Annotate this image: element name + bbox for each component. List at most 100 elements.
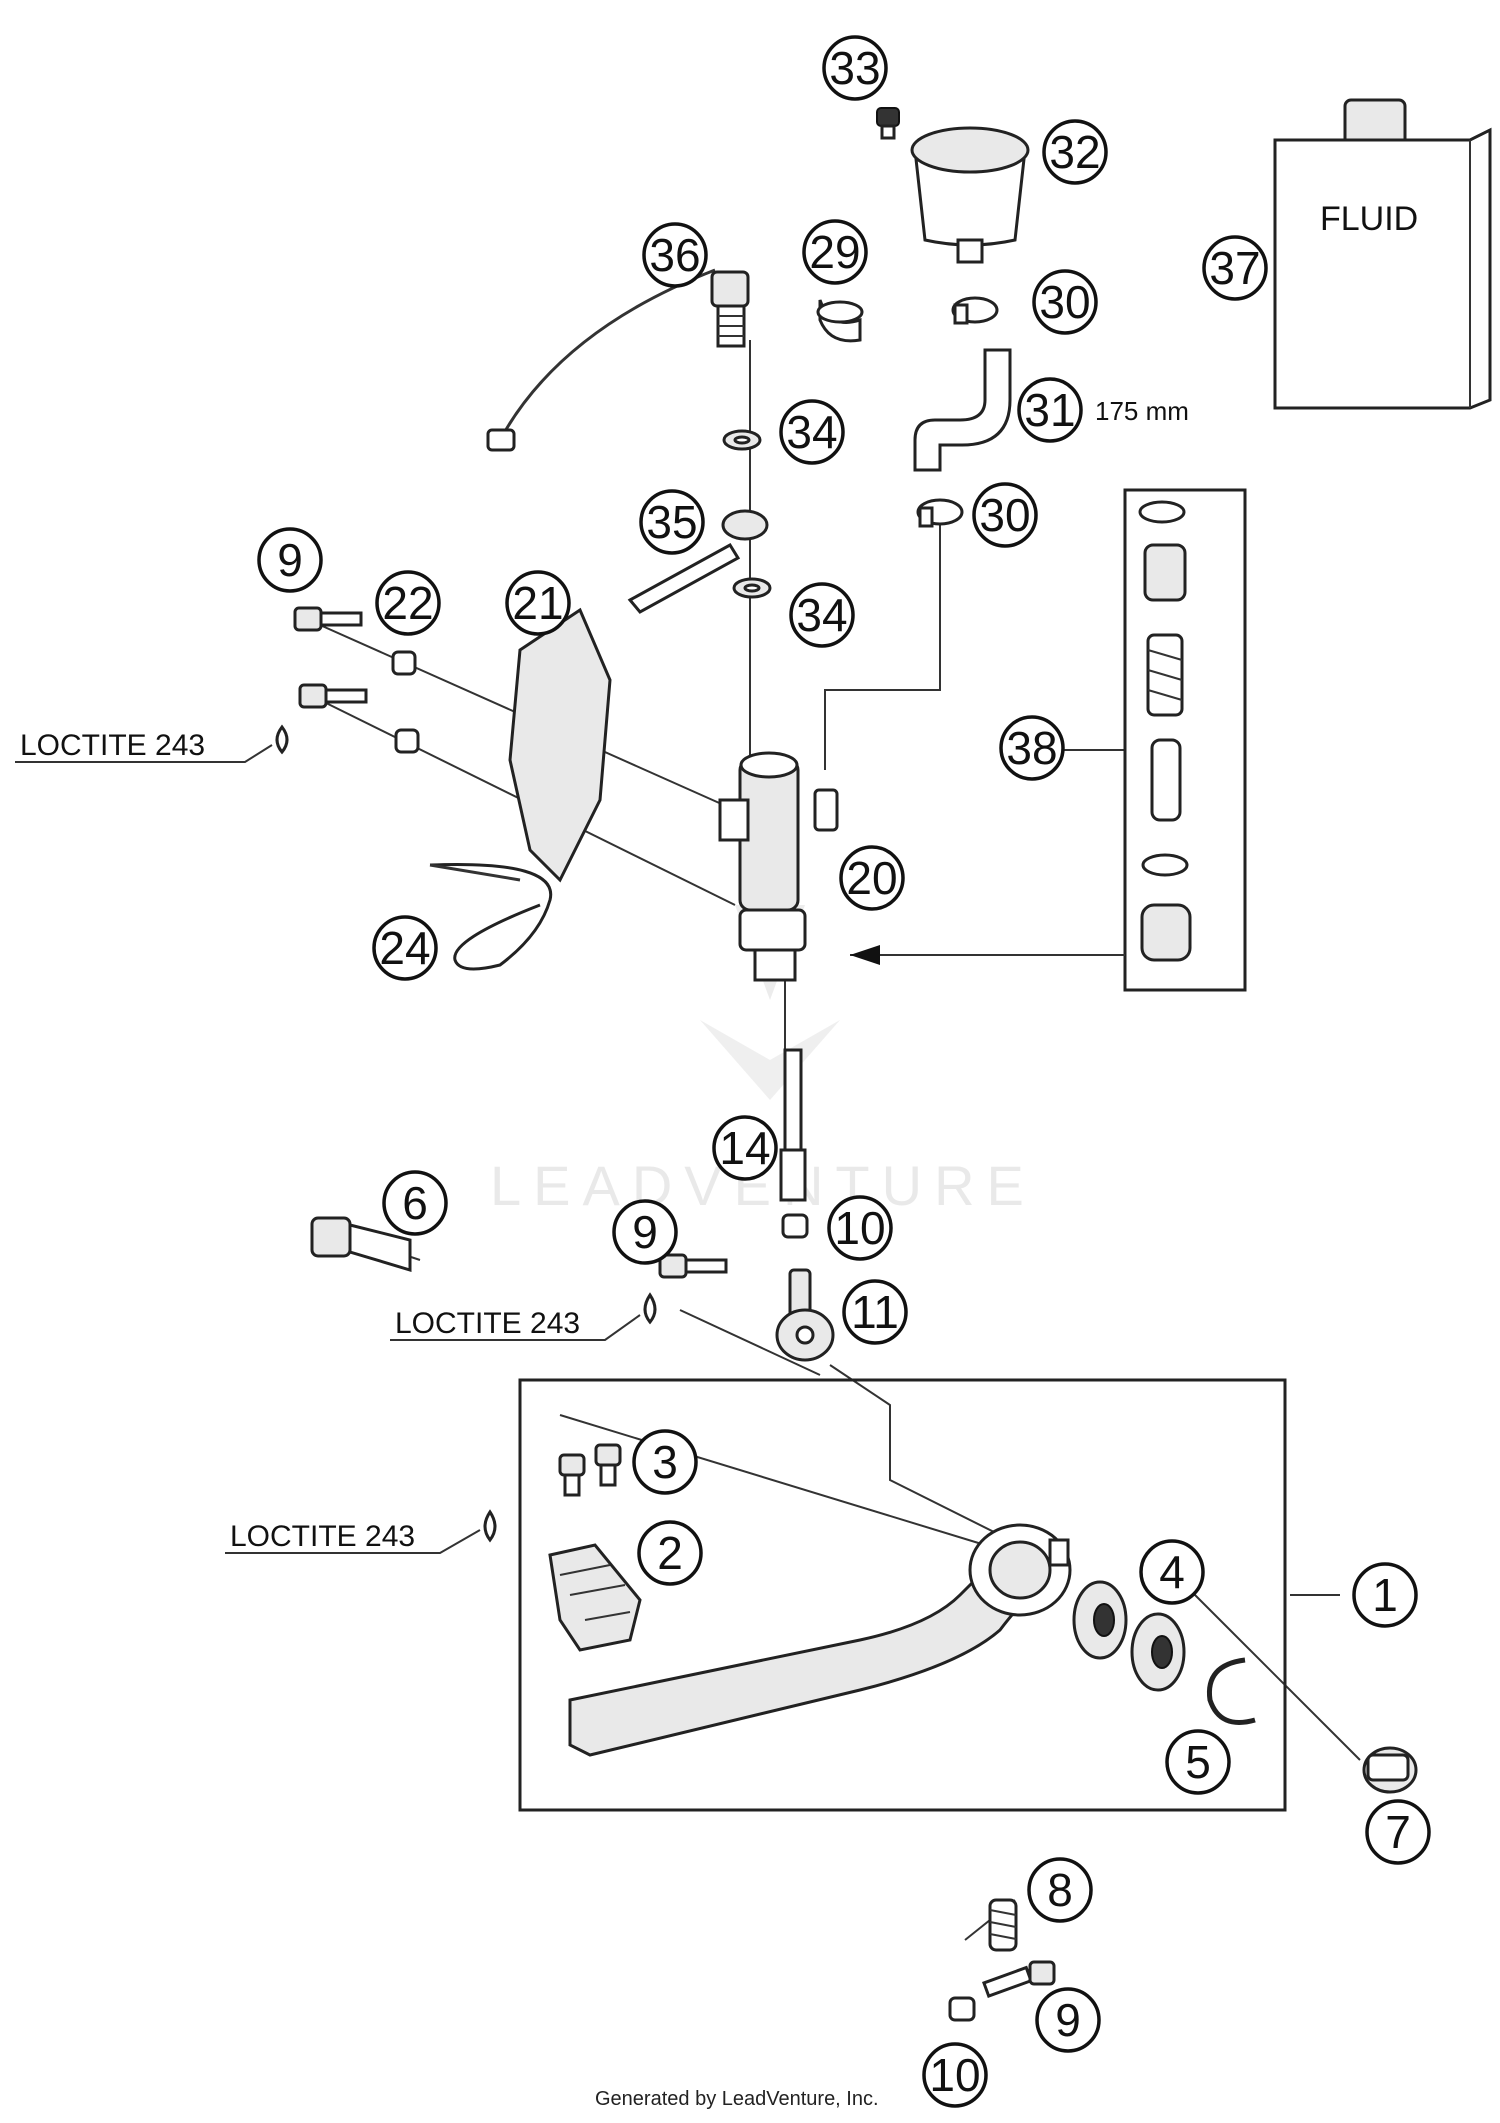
callout-8-label: 8 xyxy=(1047,1864,1073,1916)
brake-pedal-box xyxy=(518,1378,1287,1812)
master-cylinder-guard xyxy=(508,607,612,883)
callout-33-label: 33 xyxy=(829,42,880,94)
footer-credit: Generated by LeadVenture, Inc. xyxy=(595,2088,879,2110)
nut-22-lower xyxy=(394,728,420,754)
watermark: LEADVENTURE xyxy=(490,905,1024,1217)
screw-9-bottom xyxy=(982,1960,1056,1999)
callout-30-lower: 30 xyxy=(972,482,1038,548)
callout-9-middle-label: 9 xyxy=(632,1206,658,1258)
callout-4: 4 xyxy=(1139,1539,1205,1605)
repair-kit-box xyxy=(1123,488,1247,992)
loctite-note-3: LOCTITE 243 xyxy=(225,1520,481,1554)
leader-lines xyxy=(319,340,1361,1941)
loctite-note-2: LOCTITE 243 xyxy=(390,1307,641,1341)
nut-22-upper xyxy=(391,650,417,676)
callout-9-top: 9 xyxy=(257,527,323,593)
callout-3: 3 xyxy=(632,1429,698,1495)
clevis xyxy=(775,1268,835,1362)
callout-10-upper-label: 10 xyxy=(834,1202,885,1254)
kit-arrow xyxy=(850,945,1125,965)
loctite-drop-2 xyxy=(643,1292,657,1325)
callout-9-top-label: 9 xyxy=(277,534,303,586)
loctite-drop-1 xyxy=(275,724,289,755)
callout-7-label: 7 xyxy=(1385,1806,1411,1858)
pivot-bolt xyxy=(310,1216,412,1273)
fluid-reservoir xyxy=(910,126,1030,264)
callout-22: 22 xyxy=(375,570,441,636)
callout-2: 2 xyxy=(637,1520,703,1586)
nut-10-bottom xyxy=(948,1996,976,2022)
callout-14-label: 14 xyxy=(719,1122,770,1174)
callout-9-middle: 9 xyxy=(612,1199,678,1265)
callout-6: 6 xyxy=(382,1170,448,1236)
callout-33: 33 xyxy=(822,35,888,101)
loctite-drop-3 xyxy=(483,1509,497,1543)
callout-10-bottom-label: 10 xyxy=(929,2049,980,2101)
bearing-right xyxy=(1130,1612,1186,1692)
reservoir-screw xyxy=(876,107,900,140)
brake-fluid-bottle: FLUID xyxy=(1273,98,1492,410)
rear-master-cylinder xyxy=(718,751,839,982)
return-spring xyxy=(988,1898,1018,1952)
hose-length: 175 mm xyxy=(1095,396,1189,426)
callout-34-upper: 34 xyxy=(779,399,845,465)
callout-31-label: 31 xyxy=(1024,384,1075,436)
callout-36: 36 xyxy=(642,222,708,288)
callout-37-label: 37 xyxy=(1209,242,1260,294)
callout-20-label: 20 xyxy=(846,852,897,904)
callout-29: 29 xyxy=(802,219,868,285)
screw-9-upper xyxy=(293,606,363,632)
screw-9-middle xyxy=(658,1253,728,1279)
callout-7: 7 xyxy=(1365,1799,1431,1865)
callout-22-label: 22 xyxy=(382,577,433,629)
push-rod xyxy=(779,1048,807,1202)
callout-5-label: 5 xyxy=(1185,1736,1211,1788)
banjo-brake-line xyxy=(627,509,769,614)
callout-38-label: 38 xyxy=(1006,722,1057,774)
fluid-label: FLUID xyxy=(1320,200,1418,238)
cable-tie xyxy=(429,862,553,971)
callout-1-label: 1 xyxy=(1372,1569,1398,1621)
brake-pedal xyxy=(568,1523,1072,1757)
callout-34-lower: 34 xyxy=(789,582,855,648)
hose-clamp-30-upper xyxy=(951,296,999,325)
callout-11: 11 xyxy=(842,1279,908,1345)
reservoir-hose xyxy=(913,348,1012,472)
callout-34-lower-label: 34 xyxy=(796,589,847,641)
pedal-tip xyxy=(548,1543,642,1652)
callout-11-label: 11 xyxy=(851,1286,899,1338)
callout-24-label: 24 xyxy=(379,922,430,974)
callout-36-label: 36 xyxy=(649,229,700,281)
callout-32: 32 xyxy=(1042,119,1108,185)
callout-2-label: 2 xyxy=(657,1527,683,1579)
callout-10-upper: 10 xyxy=(827,1195,893,1261)
callout-6-label: 6 xyxy=(402,1177,428,1229)
pivot-bushing xyxy=(1362,1746,1418,1794)
callout-35-label: 35 xyxy=(646,496,697,548)
sealing-washer-upper xyxy=(722,429,762,451)
callout-9-bottom-label: 9 xyxy=(1055,1994,1081,2046)
callout-14: 14 xyxy=(712,1115,778,1181)
callout-38: 38 xyxy=(999,715,1065,781)
footpeg-screws xyxy=(558,1443,622,1497)
callout-21-label: 21 xyxy=(512,577,563,629)
callout-9-bottom: 9 xyxy=(1035,1987,1101,2053)
callout-1: 1 xyxy=(1352,1562,1418,1628)
loctite-label-2: LOCTITE 243 xyxy=(395,1307,580,1340)
sealing-washer-lower xyxy=(732,577,772,599)
screw-9-lower xyxy=(298,683,368,709)
callout-30-lower-label: 30 xyxy=(979,489,1030,541)
callout-3-label: 3 xyxy=(652,1436,678,1488)
callout-32-label: 32 xyxy=(1049,126,1100,178)
circlip xyxy=(1206,1657,1256,1725)
callout-35: 35 xyxy=(639,489,705,555)
callout-24: 24 xyxy=(372,915,438,981)
callout-37: 37 xyxy=(1202,235,1268,301)
callout-8: 8 xyxy=(1027,1857,1093,1923)
loctite-label-3: LOCTITE 243 xyxy=(230,1520,415,1553)
callout-10-bottom: 10 xyxy=(922,2042,988,2108)
callout-30-upper-label: 30 xyxy=(1039,276,1090,328)
callout-21: 21 xyxy=(505,570,571,636)
callout-30-upper: 30 xyxy=(1032,269,1098,335)
